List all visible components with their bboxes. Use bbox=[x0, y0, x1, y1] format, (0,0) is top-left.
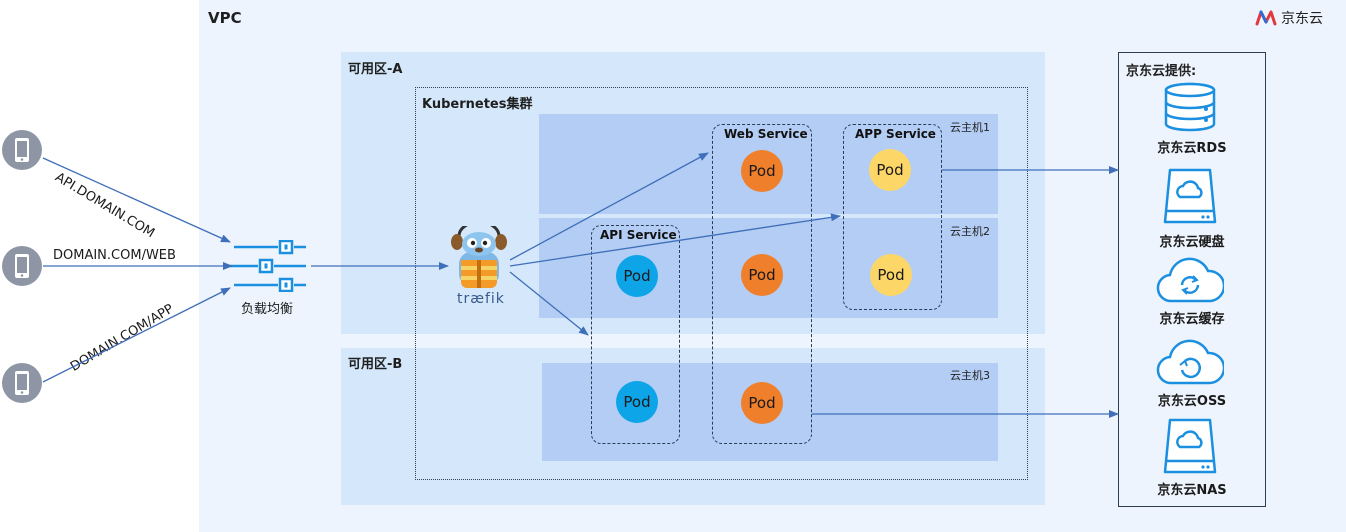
web-pod: Pod bbox=[741, 382, 783, 424]
app-service-title: APP Service bbox=[855, 127, 936, 141]
jdcloud-panel-title: 京东云提供: bbox=[1126, 64, 1197, 79]
api-pod: Pod bbox=[616, 255, 658, 297]
disk-icon bbox=[1163, 168, 1217, 224]
web-service bbox=[712, 124, 812, 444]
nas-label: 京东云NAS bbox=[1157, 483, 1227, 498]
oss-label: 京东云OSS bbox=[1157, 394, 1227, 409]
zone-a-title: 可用区-A bbox=[348, 62, 403, 77]
mobile-client-icon bbox=[2, 363, 42, 403]
api-pod: Pod bbox=[616, 381, 658, 423]
host-1-label: 云主机1 bbox=[950, 121, 990, 134]
oss-cloud-icon bbox=[1156, 339, 1224, 385]
jdcloud-logo: 京东云 bbox=[1254, 8, 1323, 28]
jdcloud-logo-text: 京东云 bbox=[1281, 11, 1323, 27]
host-2-label: 云主机2 bbox=[950, 225, 990, 238]
app-pod: Pod bbox=[870, 254, 912, 296]
zone-b-title: 可用区-B bbox=[348, 357, 403, 372]
app-service bbox=[843, 124, 942, 310]
disk-label: 京东云硬盘 bbox=[1159, 235, 1225, 250]
nas-icon bbox=[1163, 418, 1217, 474]
mobile-client-icon bbox=[2, 130, 42, 170]
cache-label: 京东云缓存 bbox=[1159, 312, 1225, 327]
vpc-title: VPC bbox=[208, 9, 242, 27]
web-pod: Pod bbox=[741, 150, 783, 192]
traefik-label: træfik bbox=[457, 291, 505, 307]
web-service-title: Web Service bbox=[724, 127, 808, 141]
api-service-title: API Service bbox=[600, 228, 677, 242]
kubernetes-cluster bbox=[415, 87, 1028, 480]
load-balancer-label: 负载均衡 bbox=[241, 302, 294, 317]
rds-label: 京东云RDS bbox=[1157, 141, 1227, 156]
database-icon bbox=[1164, 82, 1216, 132]
route-label-app: DOMAIN.COM/APP bbox=[68, 301, 177, 375]
mobile-client-icon bbox=[2, 246, 42, 286]
traefik-gopher-icon bbox=[451, 226, 507, 288]
app-pod: Pod bbox=[869, 149, 911, 191]
load-balancer-icon bbox=[230, 240, 306, 292]
cache-cloud-icon bbox=[1156, 257, 1224, 303]
route-label-api: API.DOMAIN.COM bbox=[52, 170, 158, 242]
web-pod: Pod bbox=[741, 254, 783, 296]
host-3-label: 云主机3 bbox=[950, 369, 990, 382]
jdcloud-logo-icon bbox=[1255, 10, 1277, 26]
cluster-title: Kubernetes集群 bbox=[422, 97, 533, 112]
route-label-web: DOMAIN.COM/WEB bbox=[53, 248, 176, 263]
